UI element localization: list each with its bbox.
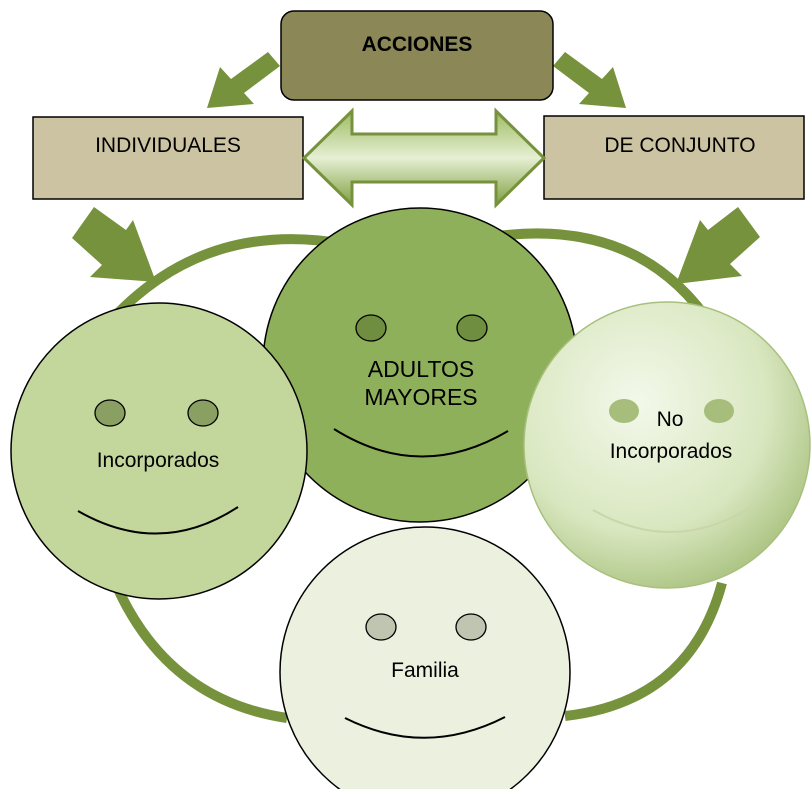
left-box-label: INDIVIDUALES <box>95 134 241 157</box>
right-box <box>543 115 805 200</box>
ring-arc-bottom-right <box>564 581 727 721</box>
face-right-label-line2: Incorporados <box>610 440 733 463</box>
face-left-label: Incorporados <box>97 449 220 472</box>
right-eye-icon <box>455 613 487 641</box>
left-eye-icon <box>94 399 126 427</box>
face-incorporados: Incorporados <box>10 302 308 600</box>
double-arrow <box>301 107 547 209</box>
smile-icon <box>333 428 509 458</box>
ring-arc-top-left <box>114 234 346 317</box>
left-eye-icon <box>365 613 397 641</box>
face-no-incorporados: No Incorporados <box>523 301 811 589</box>
face-center-label-line1: ADULTOS <box>368 356 475 382</box>
smile-icon <box>592 507 751 533</box>
face-right-label-line1: No <box>657 408 684 431</box>
left-eye-icon <box>609 399 639 423</box>
arrow-individuales-to-faces <box>72 207 156 282</box>
top-box-label: ACCIONES <box>362 33 473 56</box>
arrow-de-conjunto-to-faces <box>676 207 760 284</box>
ring-arc-bottom-left <box>109 578 288 723</box>
right-eye-icon <box>704 399 734 423</box>
arrow-acciones-to-de-conjunto <box>553 52 626 108</box>
face-center-label-line2: MAYORES <box>364 384 477 410</box>
arrow-acciones-to-individuales <box>207 52 280 108</box>
face-adultos-mayores: ADULTOS MAYORES <box>262 207 578 523</box>
face-familia: Familia <box>279 526 571 789</box>
right-eye-icon <box>187 399 219 427</box>
top-box <box>280 10 554 101</box>
left-eye-icon <box>355 314 387 342</box>
left-box <box>32 116 304 200</box>
right-eye-icon <box>456 314 488 342</box>
smile-icon <box>344 716 506 739</box>
face-bottom-label: Familia <box>391 659 459 682</box>
ring-arc-top-right <box>497 228 717 329</box>
smile-icon <box>77 506 239 535</box>
right-box-label: DE CONJUNTO <box>604 134 755 157</box>
